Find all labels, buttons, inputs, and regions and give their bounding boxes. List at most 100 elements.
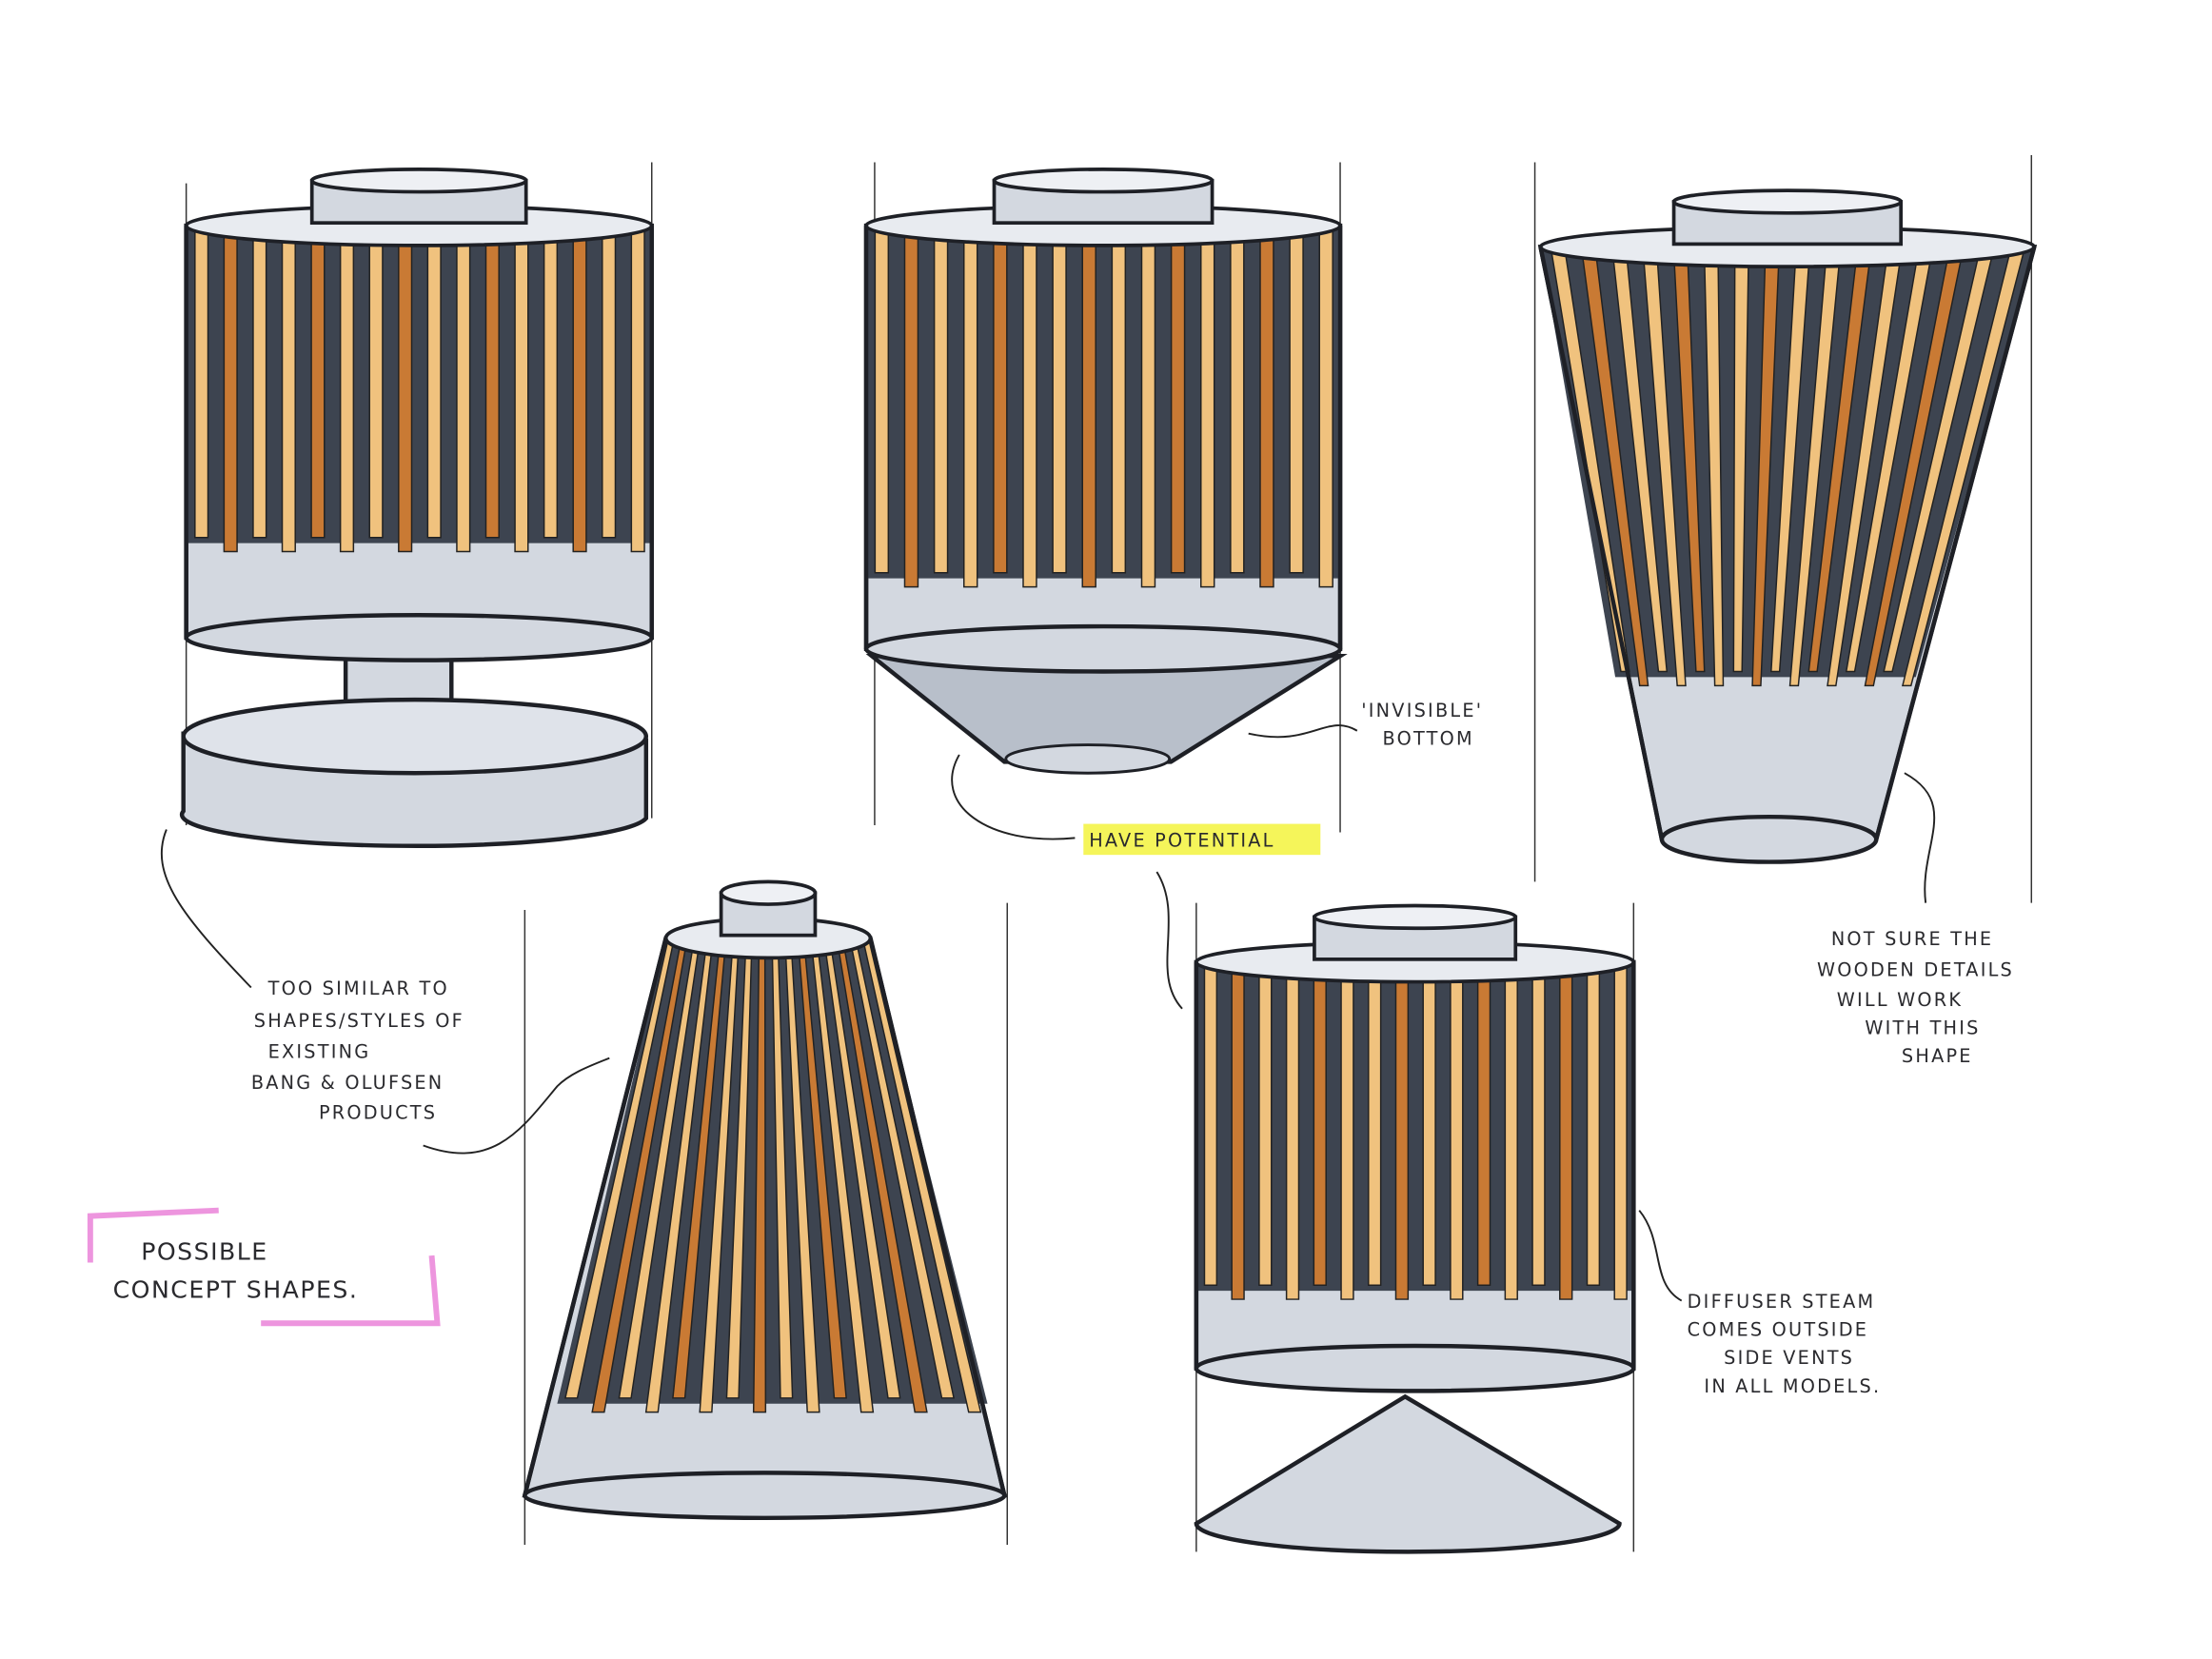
wooden-slat [281, 219, 296, 553]
annotation-diffuser: DIFFUSER STEAM COMES OUTSIDE SIDE VENTS … [1638, 1210, 1881, 1397]
concept-shape-1 [179, 162, 654, 848]
wooden-slat [1231, 956, 1245, 1300]
wooden-slat [1285, 956, 1300, 1300]
wooden-slat [310, 219, 326, 539]
note-line: TOO SIMILAR TO [267, 978, 449, 999]
wooden-slat [1203, 956, 1218, 1286]
wooden-slat [1081, 219, 1096, 588]
wooden-slat [1289, 219, 1304, 574]
wooden-slat [1313, 956, 1327, 1286]
wooden-slat [1586, 956, 1601, 1286]
arrow [423, 1057, 610, 1155]
wooden-slat [1318, 219, 1333, 588]
wooden-slat [1504, 956, 1518, 1300]
note-line: DIFFUSER STEAM [1688, 1291, 1876, 1313]
wooden-slat [903, 219, 919, 588]
note-line: PRODUCTS [319, 1101, 437, 1123]
wooden-slat [1613, 956, 1628, 1300]
dark-core [186, 226, 652, 543]
wooden-slat [543, 219, 559, 539]
bottom-rim [863, 623, 1343, 674]
bottom-rim [1659, 814, 1879, 864]
note-line: WITH THIS [1865, 1017, 1980, 1038]
note-line: IN ALL MODELS. [1704, 1375, 1881, 1397]
wooden-slat [339, 219, 355, 553]
bottom-rim [1194, 1343, 1636, 1393]
wooden-slat [484, 219, 500, 539]
pink-bracket [261, 1254, 441, 1327]
wooden-slat [1258, 956, 1273, 1286]
arrow [951, 754, 1076, 840]
wooden-slat [1170, 219, 1186, 574]
wooden-slat [1022, 219, 1037, 588]
wooden-slat [963, 219, 978, 588]
wooden-slat [630, 219, 645, 553]
wooden-slat [1111, 219, 1127, 574]
wooden-slat [1052, 219, 1067, 574]
outline [523, 938, 668, 1496]
wooden-slat [602, 219, 617, 539]
note-line: SIDE VENTS [1724, 1347, 1854, 1369]
annotation-too-similar: TOO SIMILAR TO SHAPES/STYLES OF EXISTING… [160, 829, 610, 1155]
concept-shape-5 [1194, 902, 1636, 1554]
concept-shape-4 [522, 879, 1008, 1545]
page-title: POSSIBLE CONCEPT SHAPES. [87, 1207, 441, 1327]
note-line: COMES OUTSIDE [1688, 1319, 1869, 1341]
note-line: EXISTING [268, 1041, 371, 1063]
concept-shape-2 [863, 162, 1348, 833]
top-cap-lid [1671, 188, 1904, 215]
wooden-slat [933, 219, 949, 574]
note-line: NOT SURE THE [1831, 928, 1993, 950]
arrow [1155, 871, 1183, 1010]
outline [1538, 246, 1665, 840]
pink-bracket [87, 1207, 219, 1263]
annotation-have-potential: HAVE POTENTIAL [951, 754, 1321, 1010]
top-cap-lid [992, 168, 1215, 194]
wooden-slat [1476, 956, 1491, 1286]
wooden-slat [572, 219, 587, 553]
arrow [160, 829, 252, 989]
bottom-rim [184, 612, 654, 662]
wooden-slat [194, 219, 209, 539]
note-line: SHAPES/STYLES OF [254, 1010, 464, 1032]
concept-shape-3 [1533, 155, 2038, 903]
cone-foot [1004, 743, 1172, 775]
dark-core [866, 226, 1341, 579]
wooden-slat [1230, 219, 1245, 574]
arrow [1248, 724, 1358, 739]
wooden-slat [426, 219, 442, 539]
wooden-slat [1394, 956, 1410, 1300]
wooden-slat [223, 219, 238, 553]
wooden-slat [368, 219, 384, 539]
wooden-slat [874, 219, 890, 574]
note-line: HAVE POTENTIAL [1089, 829, 1274, 851]
note-line: BANG & OLUFSEN [251, 1072, 444, 1094]
arrow [1638, 1210, 1683, 1302]
top-cap-lid [1313, 903, 1518, 931]
concept-shapes [179, 155, 2038, 1554]
dark-core [1195, 961, 1634, 1292]
wooden-slat [252, 219, 267, 539]
outline [1874, 246, 2037, 840]
arrow [1904, 772, 1936, 903]
wooden-slat [1368, 956, 1382, 1286]
title-line: CONCEPT SHAPES. [113, 1276, 359, 1304]
wooden-slat [1259, 219, 1274, 588]
note-line: BOTTOM [1383, 728, 1474, 750]
annotation-invisible-bottom: 'INVISIBLE' BOTTOM [1248, 700, 1483, 750]
wooden-slat [1559, 956, 1573, 1300]
wooden-slat [456, 219, 471, 553]
bottom-rim [523, 1471, 1007, 1521]
wooden-slat [514, 219, 529, 553]
wooden-slat [398, 219, 413, 553]
outline [868, 938, 1007, 1496]
wooden-slat [993, 219, 1008, 574]
yellow-highlight [1083, 823, 1321, 856]
note-line: WOODEN DETAILS [1817, 959, 2014, 981]
note-line: 'INVISIBLE' [1361, 700, 1483, 721]
wooden-slat [1422, 956, 1436, 1286]
cone-foot-base [1194, 1393, 1622, 1554]
stand-top [181, 697, 649, 776]
annotation-not-sure: NOT SURE THE WOODEN DETAILS WILL WORK WI… [1817, 772, 2014, 1067]
